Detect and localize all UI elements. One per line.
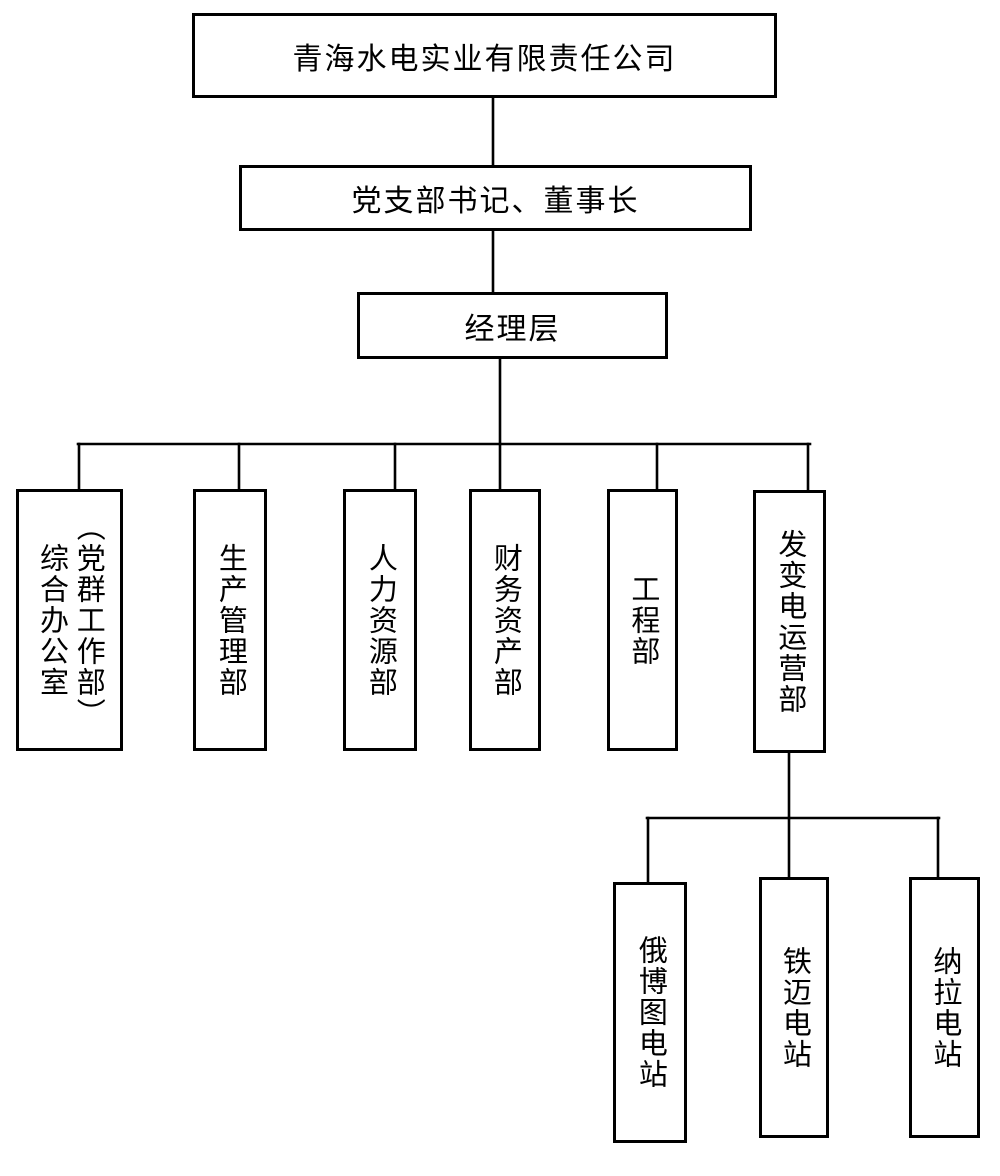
department-label: 财务资产部 [489, 542, 522, 698]
department-label: 发变电运营部 [773, 528, 806, 715]
node-human-resources-dept: 人力资源部 [343, 489, 417, 751]
node-party-secretary-chairman: 党支部书记、董事长 [239, 165, 752, 231]
node-general-office: 综合办公室 （党群工作部） [16, 489, 123, 751]
node-power-operations-dept: 发变电运营部 [753, 490, 826, 753]
node-nala-station: 纳拉电站 [909, 877, 980, 1138]
office-column-right: （党群工作部） [72, 511, 105, 729]
node-management-level: 经理层 [357, 292, 668, 359]
department-label: 生产管理部 [214, 542, 247, 698]
station-label: 纳拉电站 [928, 945, 961, 1070]
station-label: 铁迈电站 [778, 945, 811, 1070]
node-finance-assets-dept: 财务资产部 [469, 489, 541, 751]
office-column-left: 综合办公室 [35, 542, 68, 698]
office-label-columns: 综合办公室 （党群工作部） [35, 511, 105, 729]
station-label: 俄博图电站 [634, 935, 667, 1090]
node-tiemai-station: 铁迈电站 [759, 877, 829, 1138]
node-company: 青海水电实业有限责任公司 [192, 13, 777, 98]
node-ebotu-station: 俄博图电站 [613, 882, 687, 1143]
node-production-management-dept: 生产管理部 [193, 489, 267, 751]
department-label: 人力资源部 [364, 542, 397, 698]
department-label: 工程部 [626, 573, 659, 667]
node-engineering-dept: 工程部 [607, 489, 678, 751]
